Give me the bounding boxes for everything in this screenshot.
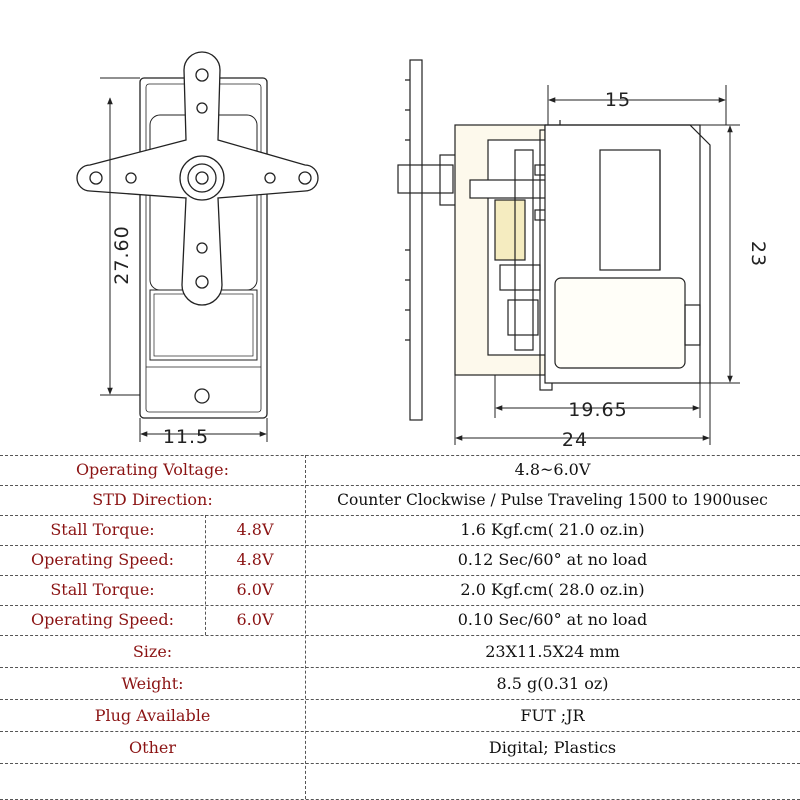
spec-voltage: 4.8V	[236, 520, 274, 539]
spec-voltage: 6.0V	[236, 580, 274, 599]
spec-row-weight: Weight: 8.5 g(0.31 oz)	[0, 669, 800, 699]
side-horn	[409, 59, 423, 421]
spec-label: Other	[129, 738, 176, 757]
spec-voltage: 4.8V	[236, 550, 274, 569]
spec-label: Weight:	[121, 674, 184, 693]
spec-label: Size:	[132, 642, 173, 661]
spec-row-operating-speed-4v8: Operating Speed: 4.8V 0.12 Sec/60° at no…	[0, 545, 800, 575]
servo-technical-drawing: 27.60 11.5	[76, 51, 769, 451]
spec-value: 8.5 g(0.31 oz)	[496, 674, 609, 693]
spec-value: Counter Clockwise / Pulse Traveling 1500…	[337, 491, 768, 509]
spec-value: 2.0 Kgf.cm( 28.0 oz.in)	[460, 580, 645, 599]
spec-label: STD Direction:	[92, 490, 213, 509]
spec-label: Operating Voltage:	[75, 460, 230, 479]
dim-height-side: 23	[747, 241, 769, 267]
spec-row-stall-torque-4v8: Stall Torque: 4.8V 1.6 Kgf.cm( 21.0 oz.i…	[0, 515, 800, 545]
spec-table: Operating Voltage: 4.8~6.0V STD Directio…	[0, 455, 800, 800]
spec-row-other: Other Digital; Plastics	[0, 733, 800, 763]
spec-row-operating-speed-6v0: Operating Speed: 6.0V 0.10 Sec/60° at no…	[0, 605, 800, 635]
spec-value: FUT ;JR	[520, 706, 585, 725]
spec-label: Operating Speed:	[31, 550, 174, 569]
dim-height-front: 27.60	[111, 225, 133, 284]
dim-width-front: 11.5	[163, 426, 209, 448]
spec-row-std-direction: STD Direction: Counter Clockwise / Pulse…	[0, 485, 800, 515]
spec-label: Plug Available	[94, 706, 211, 725]
spec-label: Stall Torque:	[50, 580, 155, 599]
front-dimensions	[100, 77, 268, 442]
side-view	[397, 59, 711, 421]
spec-label: Stall Torque:	[50, 520, 155, 539]
mount-hole	[194, 388, 210, 404]
dim-horn-offset: 15	[605, 89, 631, 111]
spec-value: Digital; Plastics	[488, 738, 617, 757]
spec-value: 1.6 Kgf.cm( 21.0 oz.in)	[460, 520, 645, 539]
spec-value: 23X11.5X24 mm	[485, 642, 620, 661]
horn-center-hub	[179, 155, 225, 201]
spec-row-plug-available: Plug Available FUT ;JR	[0, 701, 800, 731]
dim-total-length: 24	[562, 429, 588, 451]
dim-body-length: 19.65	[568, 399, 627, 421]
spec-value: 0.12 Sec/60° at no load	[457, 550, 648, 569]
spec-row-operating-voltage: Operating Voltage: 4.8~6.0V	[0, 455, 800, 485]
spec-value: 4.8~6.0V	[514, 460, 591, 479]
side-motor	[554, 277, 686, 369]
spec-row-size: Size: 23X11.5X24 mm	[0, 637, 800, 667]
side-dimensions	[454, 85, 740, 445]
spec-value: 0.10 Sec/60° at no load	[457, 610, 648, 629]
front-view	[76, 51, 319, 419]
spec-label: Operating Speed:	[31, 610, 174, 629]
spec-row-stall-torque-6v0: Stall Torque: 6.0V 2.0 Kgf.cm( 28.0 oz.i…	[0, 575, 800, 605]
spec-voltage: 6.0V	[236, 610, 274, 629]
